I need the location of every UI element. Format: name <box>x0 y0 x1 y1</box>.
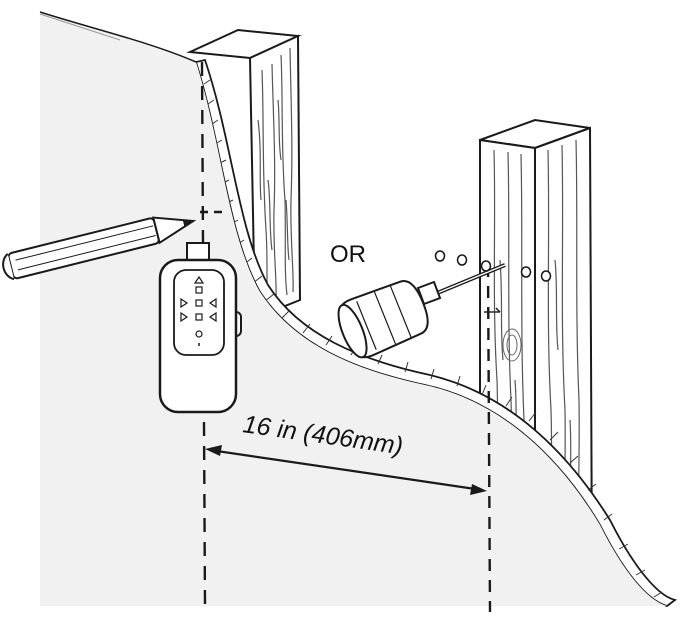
center-mark <box>484 307 501 313</box>
left-stud <box>186 28 302 320</box>
or-label: OR <box>330 241 366 268</box>
spacing-dimension-arrow <box>205 445 487 495</box>
stud-finder-icon <box>158 242 242 414</box>
test-holes <box>434 250 552 282</box>
stud-center-line-right <box>486 264 492 613</box>
wall-panel <box>39 11 678 607</box>
pencil-icon <box>2 216 197 281</box>
screwdriver-icon <box>337 263 506 359</box>
